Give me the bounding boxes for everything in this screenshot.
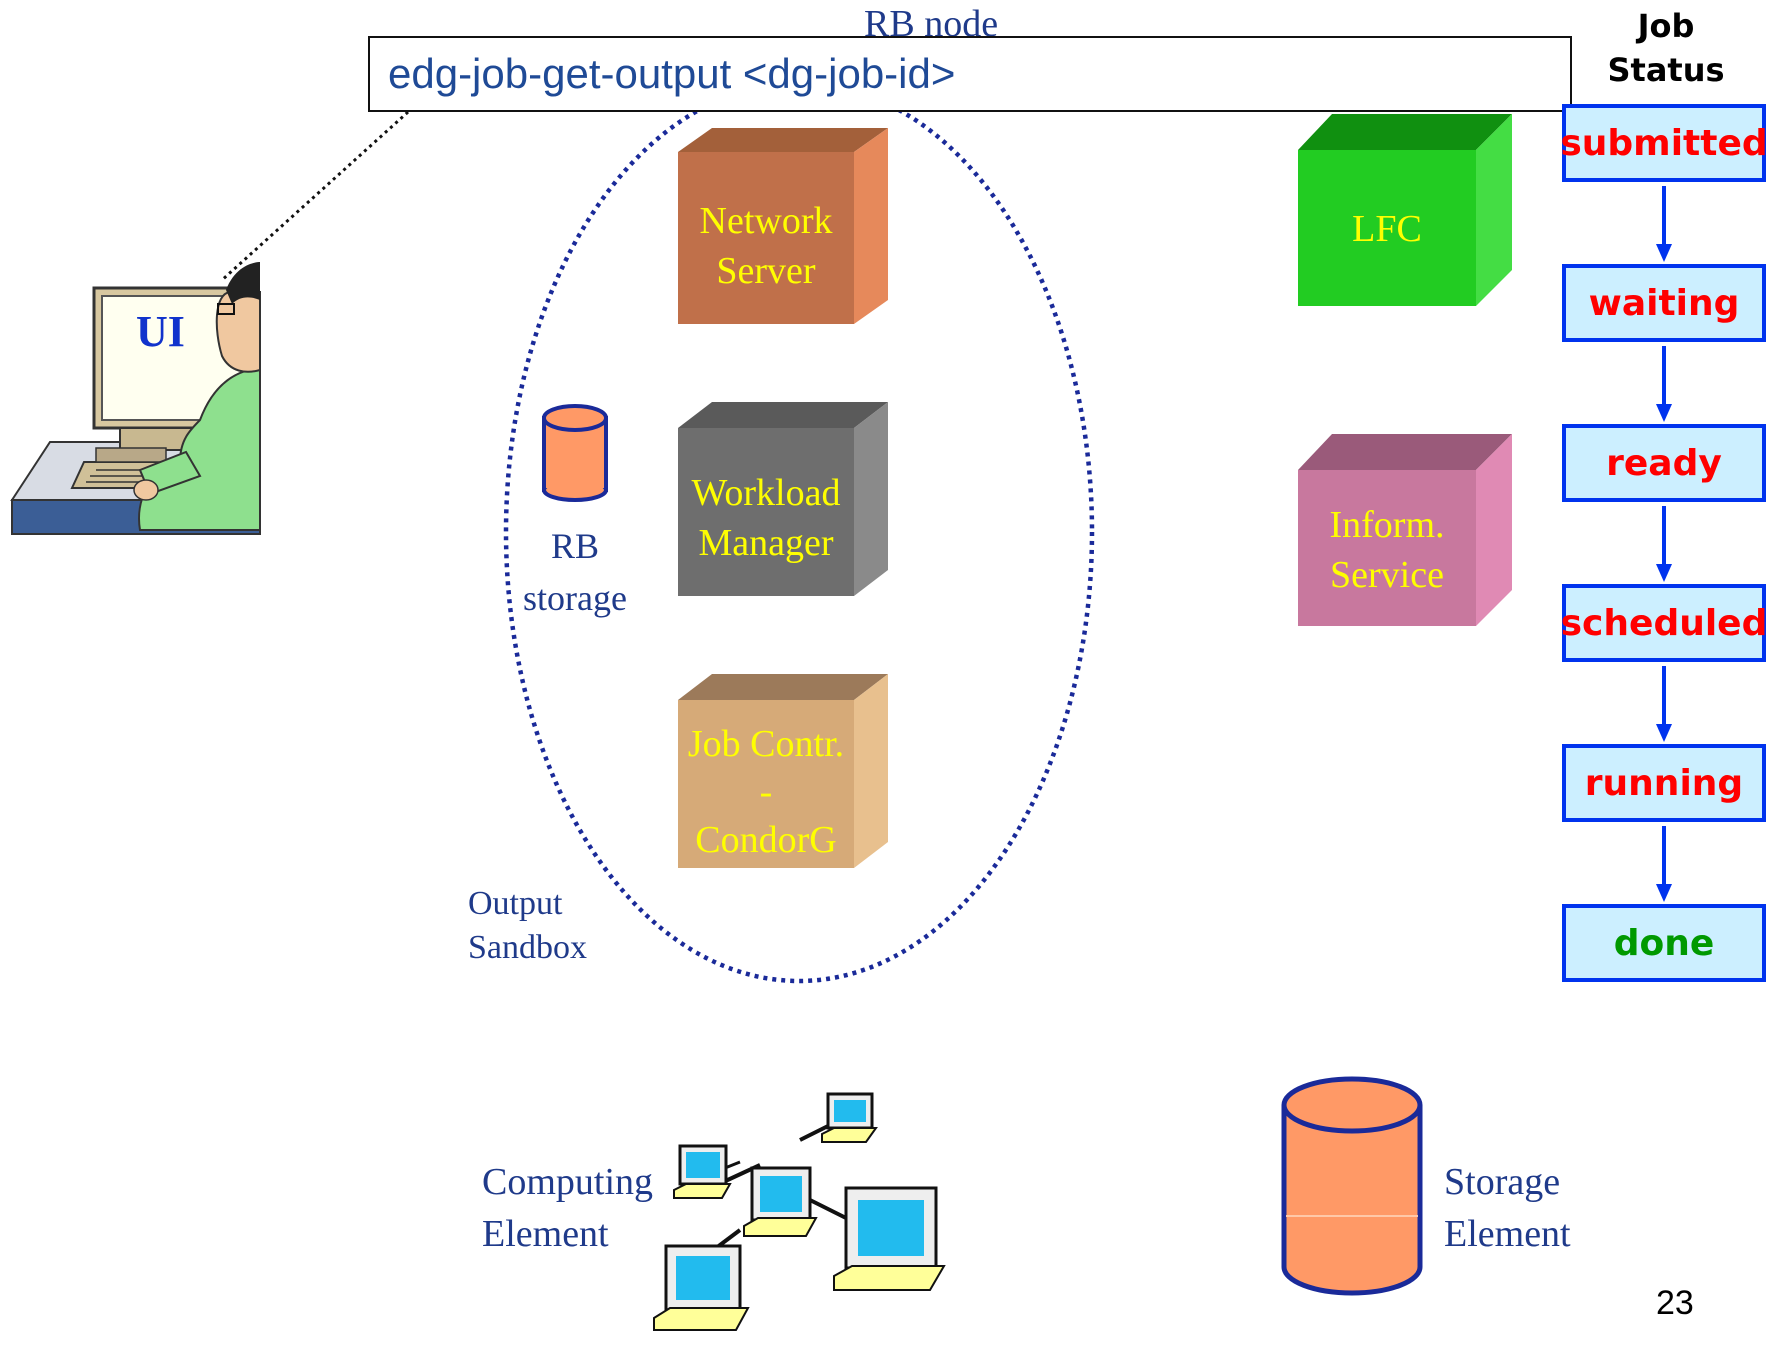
job-status-title: Job Status	[1607, 7, 1725, 89]
status-waiting: waiting	[1562, 264, 1766, 342]
job-controller-label: Job Contr. - CondorG	[687, 723, 845, 861]
status-done: done	[1562, 904, 1766, 982]
storage-element-label: Storage Element	[1444, 1161, 1571, 1255]
rb-storage-cylinder	[542, 404, 608, 502]
workload-manager-label: Workload Manager	[691, 472, 841, 564]
ui-workstation-illustration	[10, 262, 261, 535]
status-submitted: submitted	[1560, 104, 1768, 182]
info-service-cube	[1298, 434, 1512, 626]
lfc-cube	[1298, 114, 1512, 306]
network-server-cube	[678, 128, 888, 324]
status-arrows	[1656, 186, 1672, 902]
status-label: waiting	[1588, 282, 1740, 324]
network-server-label: Network Server	[699, 200, 833, 292]
status-running: running	[1562, 744, 1766, 822]
status-label: ready	[1606, 442, 1722, 484]
rb-storage-label: RB storage	[523, 526, 627, 618]
status-label: scheduled	[1560, 602, 1768, 644]
status-label: submitted	[1560, 122, 1768, 164]
computing-element-label: Computing Element	[482, 1161, 654, 1255]
status-ready: ready	[1562, 424, 1766, 502]
lfc-label: LFC	[1352, 208, 1422, 250]
info-service-label: Inform. Service	[1329, 504, 1445, 596]
status-label: done	[1613, 922, 1715, 964]
command-box: edg-job-get-output <dg-job-id>	[368, 36, 1572, 112]
page-number: 23	[1656, 1284, 1694, 1322]
output-sandbox-label: Output Sandbox	[468, 885, 587, 966]
job-controller-cube	[678, 674, 888, 868]
workload-manager-cube	[678, 402, 888, 596]
status-scheduled: scheduled	[1560, 584, 1768, 662]
command-pointer-line	[220, 110, 410, 282]
computing-element-illustration	[653, 1092, 946, 1331]
ui-label: UI	[136, 307, 185, 356]
storage-element-cylinder	[1281, 1076, 1423, 1296]
command-text: edg-job-get-output <dg-job-id>	[388, 50, 956, 97]
status-label: running	[1584, 762, 1744, 804]
